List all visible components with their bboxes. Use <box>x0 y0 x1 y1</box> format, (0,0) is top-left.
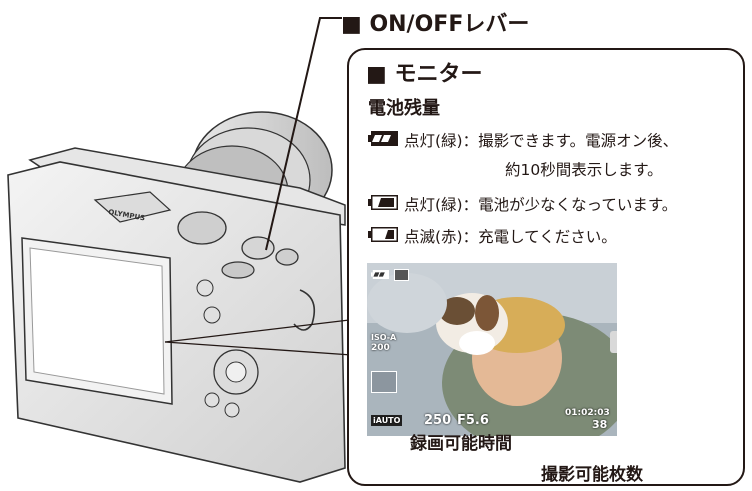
battery-desc: 電池が少なくなっています。 <box>478 196 678 214</box>
battery-state-row: 点灯(緑) ： 撮影できます。電源オン後、 <box>368 129 678 151</box>
lcd-mode-icon <box>394 269 409 281</box>
battery-desc: 充電してください。 <box>478 228 617 246</box>
onoff-lever-title: ■ ON/OFFレバー <box>341 12 530 37</box>
battery-state-row: 点灯(緑) ： 電池が少なくなっています。 <box>368 193 677 215</box>
lcd-record-time: 01:02:03 <box>565 408 610 418</box>
battery-state-row: 点滅(赤) ： 充電してください。 <box>368 225 617 247</box>
battery-low-icon <box>368 227 398 242</box>
record-time-label: 録画可能時間 <box>410 434 512 454</box>
lcd-mode-label: iAUTO <box>371 415 403 426</box>
lcd-screen: ISO-A 200 iAUTO 250 F5.6 01:02:03 38 <box>367 263 617 436</box>
battery-full-icon <box>368 131 398 146</box>
lcd-shots: 38 <box>592 418 608 431</box>
lcd-tab-icon <box>610 331 617 353</box>
shots-label: 撮影可能枚数 <box>541 465 643 485</box>
lcd-shutter: 250 <box>424 413 452 428</box>
battery-half-icon <box>368 195 398 210</box>
battery-heading: 電池残量 <box>368 98 440 119</box>
battery-status: 点滅(赤) <box>404 228 463 246</box>
lcd-aperture: F5.6 <box>457 413 489 428</box>
colon: ： <box>462 196 479 214</box>
battery-desc-cont: 約10秒間表示します。 <box>505 161 663 179</box>
lcd-drive-icon <box>371 371 397 393</box>
monitor-title: ■ モニター <box>366 62 483 87</box>
battery-status: 点灯(緑) <box>404 196 463 214</box>
lcd-iso-value: 200 <box>371 343 390 353</box>
colon: ： <box>462 228 479 246</box>
colon: ： <box>462 132 479 150</box>
battery-desc: 撮影できます。電源オン後、 <box>478 132 679 150</box>
lcd-iso-label: ISO-A <box>371 333 397 342</box>
lcd-battery-icon <box>371 270 389 279</box>
battery-status: 点灯(緑) <box>404 132 463 150</box>
